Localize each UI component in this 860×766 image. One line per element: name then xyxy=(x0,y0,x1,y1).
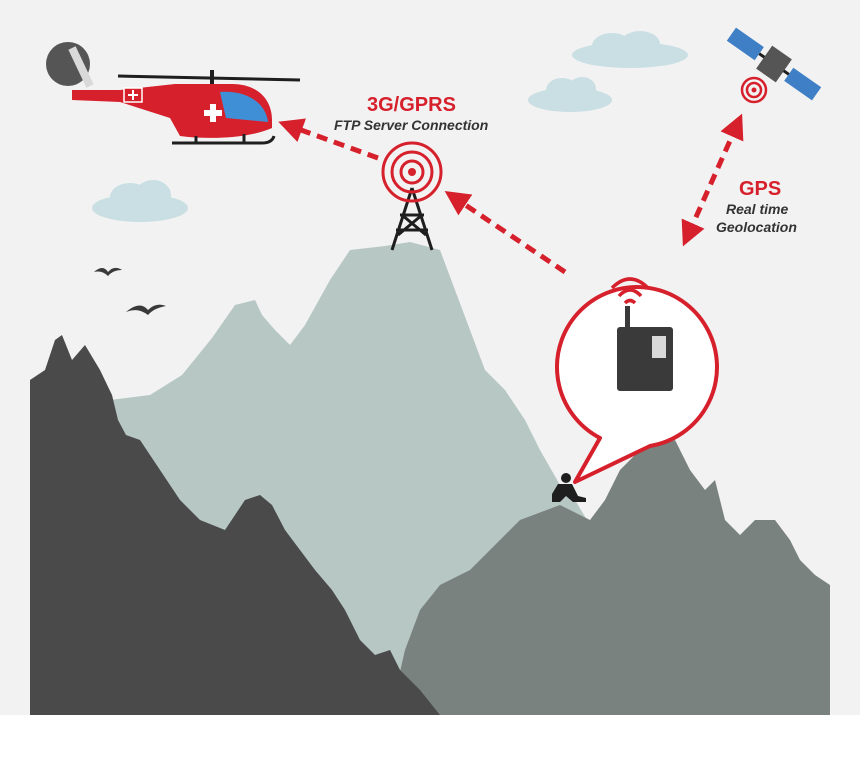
satellite-icon xyxy=(723,23,824,106)
arrow-device-to-tower xyxy=(455,198,565,272)
gps-title: GPS xyxy=(739,178,781,201)
cloud-icon xyxy=(572,31,688,68)
gprs-title: 3G/GPRS xyxy=(367,94,456,117)
cloud-icon xyxy=(528,77,612,112)
radio-tower-icon xyxy=(383,143,441,250)
gprs-subtitle: FTP Server Connection xyxy=(334,116,488,134)
bottom-band xyxy=(0,715,860,766)
helicopter-icon xyxy=(46,42,300,143)
gps-subtitle-line2: Geolocation xyxy=(716,218,797,236)
gps-subtitle-line1: Real time xyxy=(726,200,788,218)
bird-icon xyxy=(94,268,122,276)
cloud-icon xyxy=(92,180,188,222)
bird-icon xyxy=(126,305,166,315)
